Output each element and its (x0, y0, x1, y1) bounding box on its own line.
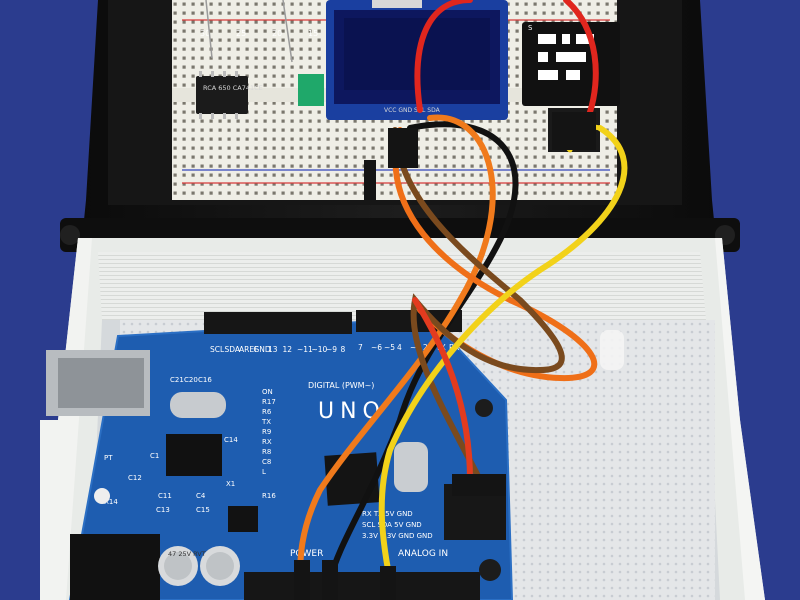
header-right-labels-item: ~6 (371, 343, 382, 352)
component-label: R6 (262, 408, 272, 416)
header-right-labels-item: ~5 (384, 343, 395, 352)
header-right-labels-item: 4 (397, 343, 402, 352)
icsp-label-row: 3.3V 3.3V GND GND (362, 532, 433, 540)
component-label: PT (104, 454, 113, 462)
oled-label: VCC GND SCL SDA (384, 107, 441, 114)
usb-chip (166, 434, 222, 476)
breadboard-column-numbers-item: 15 (308, 29, 318, 38)
digital-header (204, 310, 462, 334)
header-left-labels-item: SDA (225, 345, 241, 354)
component-label: R17 (262, 398, 276, 406)
header-left-labels-item: 8 (341, 345, 346, 354)
icsp-labels: RX TX 5V GND SCL SDA 5V GND 3.3V 3.3V GND … (362, 510, 433, 540)
component-label: C11 (158, 492, 172, 500)
component-label: RX (262, 438, 272, 446)
jumper-wires (294, 0, 628, 600)
header-left-labels-item: ~10 (312, 345, 328, 354)
wire-red-2 (412, 297, 473, 483)
header-left-labels: SCLSDAAREFGND13 12 ~11~10~9 8 (210, 345, 346, 354)
oscillator (394, 442, 428, 492)
header-left-labels-item: ~9 (326, 345, 337, 354)
chip-label: RCA 650 CA741CE (203, 84, 263, 92)
component-label: C1 (150, 452, 159, 460)
component-label: R14 (104, 498, 118, 506)
dc-jack (70, 534, 160, 600)
component-label: R9 (262, 428, 271, 436)
header-left-labels-item: ~11 (297, 345, 313, 354)
component-label: C13 (156, 506, 170, 514)
component-label: C16 (198, 376, 212, 384)
power-label: POWER (290, 549, 323, 559)
component-label: C12 (128, 474, 142, 482)
component-label: C4 (196, 492, 206, 500)
header-left-labels-item: SCL (210, 345, 225, 354)
header-left-labels-item: 13 (268, 345, 278, 354)
header-right-labels-item: 2 (423, 343, 428, 352)
digital-label: DIGITAL (PWM~) (308, 381, 374, 390)
component-label: C14 (224, 436, 238, 444)
component-label: C21 (170, 376, 184, 384)
component-label: TX (261, 418, 271, 426)
opamp-chip: RCA 650 CA741CE (196, 71, 263, 119)
component-label: R8 (262, 448, 271, 456)
green-component (298, 74, 324, 106)
icsp-label-row: SCL SDA 5V GND (362, 521, 422, 529)
breadboard-column-numbers-item: 25 (236, 29, 246, 38)
crystal (170, 392, 226, 418)
component-label: C8 (262, 458, 271, 466)
component-label: X1 (226, 480, 235, 488)
wire-brown (392, 127, 565, 483)
wire-yellow (378, 125, 628, 583)
breadboard-column-numbers-item: 30 (200, 29, 210, 38)
component-label: ON (262, 388, 273, 396)
icsp-label-row: RX TX 5V GND (362, 510, 413, 518)
header-left-labels-item: AREF (239, 345, 258, 354)
cap-label-1: 47 25V RVT (168, 550, 206, 558)
component-label: L (262, 468, 266, 476)
wire-red (414, 0, 599, 115)
component-label: C15 (196, 506, 210, 514)
sensor-label: S (528, 24, 533, 32)
analog-label: ANALOG IN (398, 549, 448, 559)
atmega-chip (324, 452, 380, 506)
header-left-labels-item: 12 (283, 345, 293, 354)
header-left-labels-item: GND (254, 345, 271, 354)
header-right-labels-item: 7 (358, 343, 363, 352)
component-label: C20 (184, 376, 198, 384)
component-label: R16 (262, 492, 276, 500)
capacitors: 47 25V RVT (158, 546, 240, 586)
breadboard-column-numbers-item: 20 (272, 29, 282, 38)
